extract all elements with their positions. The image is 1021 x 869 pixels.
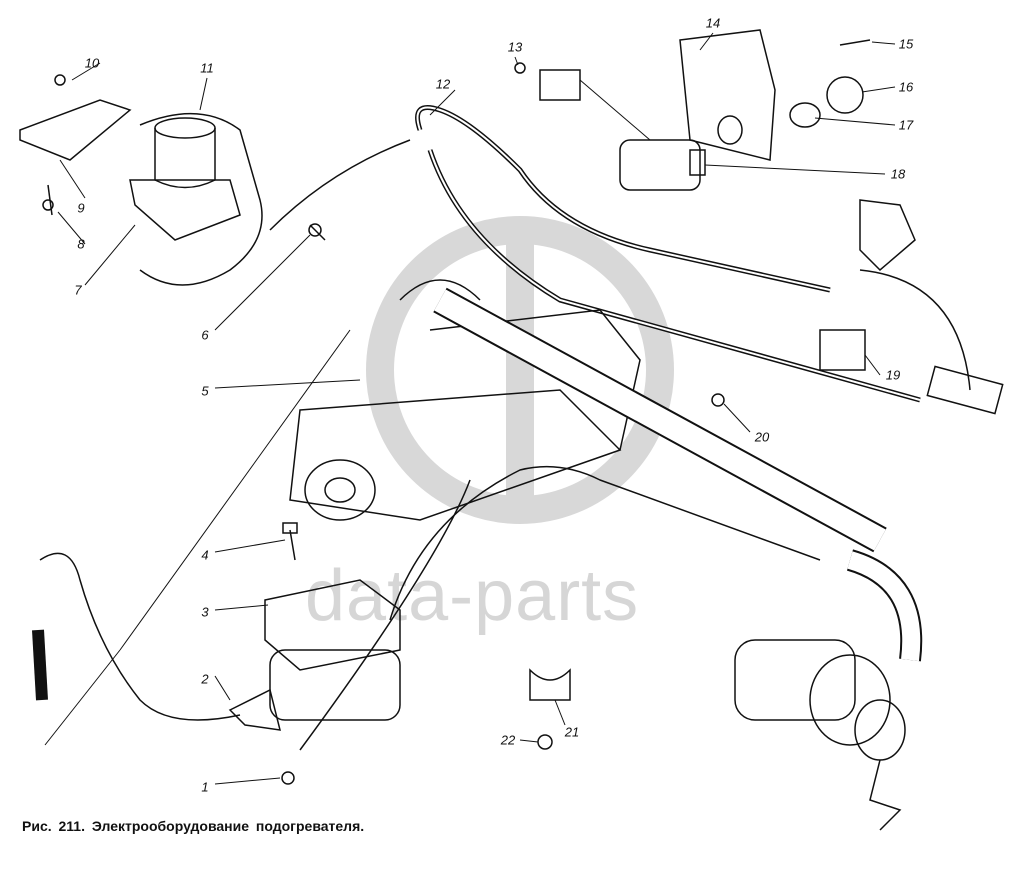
wire-19 [859, 269, 971, 391]
tube-end [926, 365, 1004, 415]
wire-relay [139, 112, 263, 286]
watermark-logo [366, 216, 674, 524]
callout-18: 18 [890, 166, 906, 182]
wire-harness [269, 139, 411, 231]
callout-3: 3 [201, 604, 209, 620]
callout-6: 6 [201, 327, 209, 343]
clamp-21 [529, 668, 571, 701]
callout-10: 10 [84, 55, 100, 71]
nut-16 [826, 76, 864, 114]
watermark: data-parts [305, 556, 640, 636]
callout-1: 1 [201, 779, 209, 795]
pump-motor [734, 639, 906, 831]
callout-11: 11 [200, 60, 214, 76]
callout-12: 12 [435, 76, 451, 92]
nut-10 [54, 74, 66, 86]
nut-1 [281, 771, 295, 785]
callout-17: 17 [898, 117, 914, 133]
callout-5: 5 [201, 383, 209, 399]
plug-6 [309, 224, 326, 241]
wire-2 [39, 552, 241, 721]
bolt-4 [289, 529, 296, 561]
washer-22 [537, 734, 553, 750]
callout-9: 9 [77, 200, 85, 216]
callout-19: 19 [885, 367, 901, 383]
callout-13: 13 [507, 39, 523, 55]
callout-15: 15 [898, 36, 914, 52]
plug-2 [32, 629, 48, 701]
bracket-14 [679, 29, 776, 161]
callout-22: 22 [500, 732, 516, 748]
bracket-9 [19, 99, 132, 161]
relay-7 [129, 117, 241, 241]
callout-2: 2 [201, 671, 209, 687]
callout-21: 21 [564, 724, 580, 740]
callout-14: 14 [705, 15, 721, 31]
callout-8: 8 [77, 236, 85, 252]
switch-13 [514, 62, 581, 101]
connector-18 [619, 139, 706, 191]
bolt-15 [839, 39, 871, 46]
washer-17 [789, 102, 821, 128]
callout-20: 20 [754, 429, 770, 445]
electric-motor-3 [228, 579, 401, 731]
callout-7: 7 [74, 282, 82, 298]
bolt-20 [711, 393, 725, 407]
wire-long [389, 465, 821, 621]
relay-19 [819, 199, 916, 371]
callout-16: 16 [898, 79, 914, 95]
leader-lines [44, 32, 896, 785]
callout-4: 4 [201, 547, 209, 563]
harness-tube [427, 149, 921, 403]
harness-12-inner [416, 106, 831, 291]
figure-caption: Рис. 211. Электрооборудование подогреват… [22, 818, 365, 834]
